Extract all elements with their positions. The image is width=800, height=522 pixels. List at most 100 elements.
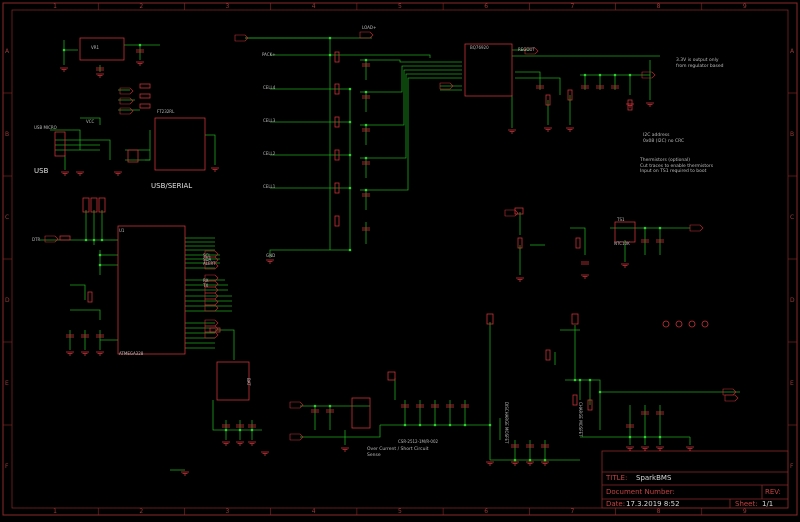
sheet-label: Sheet: [735, 500, 758, 508]
resistor [545, 349, 551, 361]
junction-dot [328, 36, 332, 40]
ruler-column-label: 2 [139, 2, 144, 10]
bat-label: BAT [246, 378, 251, 386]
net-flag [722, 388, 737, 396]
ruler-row-label: F [790, 462, 794, 470]
net-flag [204, 280, 219, 288]
ruler-column-label: 3 [225, 508, 230, 515]
net-gnd: GND [266, 253, 276, 258]
junction-dot [364, 90, 368, 94]
ruler-column-label: 9 [742, 2, 747, 10]
junction-dot [348, 120, 352, 124]
ruler-row-label: A [790, 47, 795, 55]
ruler-column-label: 6 [484, 2, 489, 10]
resistor [334, 182, 340, 194]
net-flag [119, 87, 134, 95]
resistor [334, 215, 340, 227]
net-cell4: CELL4 [263, 85, 276, 90]
junction-dot [613, 73, 617, 77]
i2c-note: I2C address 0x08 (I2C) no CRC [643, 133, 685, 144]
junction-dot [364, 156, 368, 160]
pack-plus-label: PACK+ [262, 52, 276, 57]
ruler-column-label: 2 [139, 508, 144, 515]
resistor [575, 237, 581, 249]
net-sda: SDA [203, 257, 212, 262]
resistor [545, 94, 551, 106]
ruler-column-label: 5 [398, 2, 402, 10]
junction-dot [578, 378, 582, 382]
ruler-column-label: 7 [570, 508, 575, 515]
net-flag [204, 250, 219, 258]
title-value: SparkBMS [636, 474, 672, 482]
u3-label: BQ76920 [470, 45, 489, 50]
junction-dot [628, 73, 632, 77]
bq76920-ic [464, 43, 513, 97]
net-flag [204, 256, 219, 264]
net-flag [204, 286, 219, 294]
junction-dot [224, 428, 228, 432]
net-alert: ALERT [203, 261, 216, 266]
junction-dot [528, 458, 532, 462]
junction-dot [100, 238, 104, 242]
resistor [139, 103, 151, 109]
net-flag [641, 71, 656, 79]
net-cell3: CELL3 [263, 118, 276, 123]
net-dtr: DTR [32, 237, 41, 242]
wires [40, 37, 740, 471]
ft232-label: FT232RL [157, 109, 175, 114]
ruler-row-label: A [5, 47, 10, 55]
net-flag [689, 224, 704, 232]
net-flag [524, 47, 539, 55]
junction-dot [598, 73, 602, 77]
mounting-hole [675, 320, 683, 328]
ruler-row-label: B [790, 130, 795, 138]
usb-section-label: USB [34, 167, 49, 175]
overcurrent-note: Over Current / Short Circuit Sense [367, 447, 429, 458]
junction-dot [313, 404, 317, 408]
junction-dot [448, 423, 452, 427]
junction-dot [598, 390, 602, 394]
junction-dot [573, 378, 577, 382]
resistor [334, 116, 340, 128]
mounting-holes [662, 320, 709, 328]
net-flag [204, 319, 219, 327]
net-flag [119, 107, 134, 115]
junction-dot [403, 423, 407, 427]
mounting-hole [701, 320, 709, 328]
load-plus-label: LOAD+ [362, 25, 377, 30]
net-flag [204, 331, 219, 339]
resistor [59, 235, 71, 241]
usb-micro-label: USB MICRO [34, 125, 57, 130]
resistor [517, 237, 523, 249]
mounting-hole [662, 320, 670, 328]
bat-connector [216, 361, 250, 401]
junction-dot [463, 423, 467, 427]
junction-dot [433, 423, 437, 427]
junction-dot [418, 423, 422, 427]
ruler-row-label: D [5, 296, 10, 304]
resistor [139, 93, 151, 99]
components [54, 37, 636, 429]
resistor [627, 99, 633, 111]
net-tx: TX [203, 283, 209, 288]
net-flag [204, 262, 219, 270]
ruler-row-label: C [5, 213, 10, 221]
junction-dot [348, 248, 352, 252]
ruler-column-label: 1 [53, 2, 57, 10]
net-flag [204, 298, 219, 306]
net-flag [439, 82, 454, 90]
usb-serial-section-label: USB/SERIAL [151, 182, 193, 190]
pin-headers [82, 197, 579, 381]
net-flag [204, 292, 219, 300]
ruler-row-label: C [790, 213, 795, 221]
junction-dot [328, 53, 332, 57]
junction-dot [588, 378, 592, 382]
ruler-column-label: 6 [484, 508, 489, 515]
net-flag [44, 235, 59, 243]
junction-dot [628, 435, 632, 439]
net-flag [204, 304, 219, 312]
document-number-label: Document Number: [606, 488, 675, 496]
net-flags [44, 31, 739, 441]
